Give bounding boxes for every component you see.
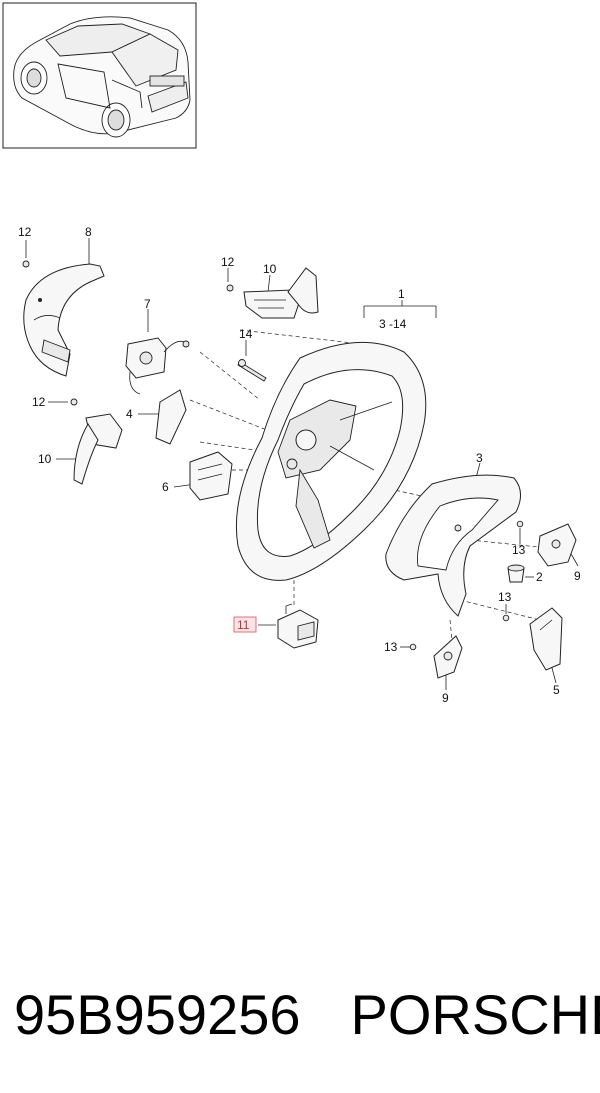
callout-8: 8	[85, 225, 92, 239]
callout-2: 2	[536, 570, 543, 584]
suv-icon	[13, 16, 191, 138]
callout-14: 14	[239, 327, 253, 341]
callout-7: 7	[144, 297, 151, 311]
part-caption: 95B959256 PORSCHE	[14, 975, 600, 1055]
callout-13-left: 13	[384, 640, 398, 654]
control-module-part	[189, 451, 233, 501]
callout-11: 11	[237, 618, 250, 632]
bolt-part	[237, 359, 267, 382]
callout-13-low: 13	[498, 590, 512, 604]
switch-module-left-part	[433, 635, 463, 679]
callout-3: 3	[476, 451, 483, 465]
callout-5: 5	[553, 683, 560, 697]
vehicle-thumbnail	[2, 2, 197, 149]
steering-wheel-part	[235, 341, 427, 581]
highlight-box	[233, 616, 257, 633]
callout-10-top: 10	[263, 262, 277, 276]
callout-6: 6	[162, 480, 169, 494]
callout-10-low: 10	[38, 452, 52, 466]
switch-module-right-part	[537, 523, 577, 567]
paddle-shifter-lower-part	[73, 413, 123, 485]
trim-bezel-part	[385, 474, 521, 617]
switch-cover-part	[529, 607, 563, 671]
callout-9-low: 9	[442, 691, 449, 705]
callout-1: 1	[398, 287, 405, 301]
callout-range: 3 -14	[379, 317, 407, 331]
paddle-shifter-upper-part	[243, 267, 319, 319]
callout-9-right: 9	[574, 569, 581, 583]
callout-12-low: 12	[32, 395, 46, 409]
column-cover-part	[23, 263, 105, 377]
callout-12-mid: 12	[221, 255, 235, 269]
callout-12-top: 12	[18, 225, 32, 239]
clock-spring-part	[125, 337, 190, 395]
brand-name: PORSCHE	[350, 983, 600, 1046]
screw-icon	[22, 260, 234, 406]
small-screw-icon	[409, 520, 524, 651]
part-number: 95B959256	[14, 983, 301, 1046]
callout-13-right: 13	[512, 543, 526, 557]
trim-screw-part	[507, 564, 525, 583]
callout-labels: 1 3 -14 8 12 12 10 7 14 12 4 10 6 3 13 2…	[18, 225, 581, 705]
highlighted-part-11	[277, 603, 319, 649]
callout-4: 4	[126, 407, 133, 421]
wheel-cover-part	[155, 389, 187, 445]
